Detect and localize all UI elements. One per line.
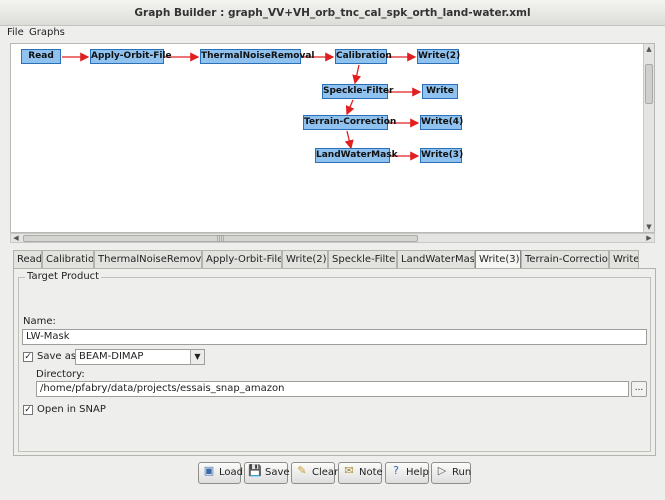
tab-thermal-noise-removal[interactable]: ThermalNoiseRemoval — [94, 250, 202, 268]
run-icon: ▷ — [437, 464, 447, 477]
graph-edges — [62, 52, 422, 161]
name-field[interactable]: LW-Mask — [22, 329, 647, 345]
browse-button[interactable]: ... — [631, 381, 647, 397]
target-product-group: Target Product Name: LW-Mask ✓ Save as: … — [18, 271, 651, 452]
note-button[interactable]: ✉Note — [338, 462, 383, 484]
edge-terrain-landwater — [344, 130, 354, 150]
tab-write[interactable]: Write — [609, 250, 639, 268]
window-title: Graph Builder : graph_VV+VH_orb_tnc_cal_… — [0, 0, 665, 26]
node-write3[interactable]: Write(3) — [420, 148, 463, 163]
open-in-snap-checkbox[interactable]: ✓ — [23, 405, 33, 415]
node-write4[interactable]: Write(4) — [420, 115, 463, 130]
tab-write2[interactable]: Write(2) — [282, 250, 328, 268]
tab-read[interactable]: Read — [13, 250, 42, 268]
help-button[interactable]: ?Help — [385, 462, 429, 484]
save-button[interactable]: 💾Save — [244, 462, 290, 484]
vertical-scrollbar[interactable]: ▲ ▼ — [643, 44, 654, 232]
scroll-right-icon[interactable]: ▶ — [646, 234, 652, 242]
save-as-label: Save as: — [37, 351, 80, 362]
open-in-snap-label: Open in SNAP — [37, 404, 106, 415]
menu-graphs[interactable]: Graphs — [29, 27, 65, 38]
node-read[interactable]: Read — [21, 49, 61, 64]
graph-canvas[interactable]: Read Apply-Orbit-File ThermalNoiseRemova… — [10, 43, 655, 233]
target-product-panel: Target Product Name: LW-Mask ✓ Save as: … — [13, 268, 656, 456]
chevron-down-icon[interactable]: ▼ — [190, 350, 204, 364]
node-write[interactable]: Write — [422, 84, 458, 99]
run-button[interactable]: ▷Run — [431, 462, 471, 484]
tab-calibration[interactable]: Calibration — [42, 250, 94, 268]
scroll-up-icon[interactable]: ▲ — [646, 45, 652, 53]
save-icon: 💾 — [248, 464, 262, 477]
edge-calibration-speckle — [352, 64, 362, 85]
action-buttons: ▣Load 💾Save ✎Clear ✉Note ?Help ▷Run — [0, 462, 665, 486]
tab-speckle-filter[interactable]: Speckle-Filter — [328, 250, 397, 268]
format-value: BEAM-DIMAP — [79, 351, 144, 362]
node-write2[interactable]: Write(2) — [417, 49, 460, 64]
format-select[interactable]: BEAM-DIMAP ▼ — [75, 349, 205, 365]
target-product-legend: Target Product — [25, 271, 102, 282]
help-icon: ? — [393, 464, 399, 477]
save-as-checkbox[interactable]: ✓ — [23, 352, 33, 362]
node-land-water-mask[interactable]: LandWaterMask — [315, 148, 398, 163]
name-label: Name: — [23, 316, 56, 327]
load-icon: ▣ — [203, 464, 215, 477]
scroll-left-icon[interactable]: ◀ — [13, 234, 19, 242]
load-button[interactable]: ▣Load — [198, 462, 243, 484]
vertical-scroll-thumb[interactable] — [645, 64, 653, 104]
node-calibration[interactable]: Calibration — [335, 49, 392, 64]
tab-terrain-correction[interactable]: Terrain-Correction — [521, 250, 609, 268]
directory-field[interactable]: /home/pfabry/data/projects/essais_snap_a… — [36, 381, 629, 397]
horizontal-scrollbar[interactable]: ◀ |||| ▶ — [10, 233, 655, 243]
clear-button[interactable]: ✎Clear — [291, 462, 338, 484]
broom-icon: ✎ — [297, 464, 307, 477]
node-speckle-filter[interactable]: Speckle-Filter — [322, 84, 393, 99]
node-thermal-noise-removal[interactable]: ThermalNoiseRemoval — [200, 49, 315, 64]
node-terrain-correction[interactable]: Terrain-Correction — [303, 115, 396, 130]
horizontal-scroll-thumb[interactable]: |||| — [23, 235, 418, 242]
tab-write3[interactable]: Write(3) — [475, 250, 521, 269]
menu-file[interactable]: File — [7, 27, 24, 38]
edge-speckle-terrain — [345, 99, 355, 116]
node-apply-orbit-file[interactable]: Apply-Orbit-File — [90, 49, 172, 64]
menu-bar: File Graphs — [0, 26, 665, 40]
directory-label: Directory: — [36, 369, 85, 380]
tab-apply-orbit-file[interactable]: Apply-Orbit-File — [202, 250, 282, 268]
scroll-down-icon[interactable]: ▼ — [646, 223, 652, 231]
note-icon: ✉ — [344, 464, 354, 477]
tab-land-water-mask[interactable]: LandWaterMask — [397, 250, 475, 268]
